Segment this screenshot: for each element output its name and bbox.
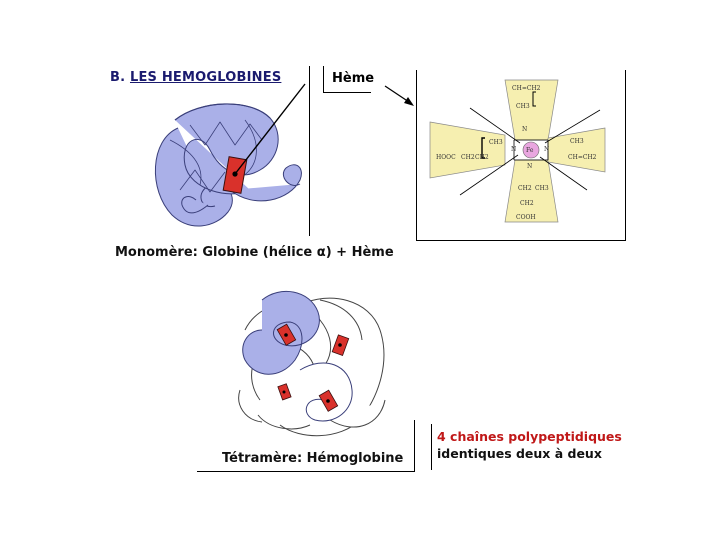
monomer-caption: Monomère: Globine (hélice α) + Hème	[115, 245, 394, 260]
svg-text:CH3: CH3	[516, 103, 530, 110]
svg-text:CH3: CH3	[489, 139, 503, 146]
heme-panel-bottom-border	[416, 240, 626, 241]
svg-text:CH3: CH3	[535, 185, 549, 192]
title-prefix: B.	[110, 70, 130, 85]
svg-text:CH2: CH2	[475, 154, 489, 161]
chains-text-divider	[431, 424, 432, 470]
svg-text:CH3: CH3	[570, 138, 584, 145]
monomer-vertical-divider	[309, 66, 310, 236]
tetramer-caption: Tétramère: Hémoglobine	[222, 451, 403, 466]
svg-text:CH=CH2: CH=CH2	[512, 85, 541, 92]
heme-label-underline	[323, 92, 371, 93]
svg-text:CH2: CH2	[518, 185, 532, 192]
svg-text:Fe: Fe	[526, 147, 534, 154]
svg-text:N: N	[527, 163, 532, 170]
svg-text:N: N	[544, 146, 549, 153]
section-title: B. LES HEMOGLOBINES	[110, 70, 281, 85]
tetramer-caption-prefix: Tétramère:	[222, 451, 307, 466]
svg-text:CH=CH2: CH=CH2	[568, 154, 597, 161]
heme-label-divider	[323, 66, 324, 92]
heme-panel-right-border	[625, 70, 626, 240]
svg-text:N: N	[522, 126, 527, 133]
svg-text:N: N	[511, 146, 516, 153]
tetramer-right-divider	[414, 420, 415, 472]
heme-label: Hème	[332, 71, 375, 86]
heme-groups-tetramer	[276, 323, 350, 412]
tetramer-caption-name: Hémoglobine	[306, 451, 404, 466]
svg-text:COOH: COOH	[516, 214, 536, 221]
svg-text:CH2: CH2	[520, 200, 534, 207]
chains-description: 4 chaînes polypeptidiques identiques deu…	[437, 428, 622, 462]
svg-text:CH2: CH2	[461, 154, 475, 161]
chains-line-2: identiques deux à deux	[437, 446, 602, 461]
heme-panel-left-border	[416, 70, 417, 240]
tetramer-caption-underline	[197, 471, 414, 472]
chains-line-1: 4 chaînes polypeptidiques	[437, 429, 622, 444]
svg-text:HOOC: HOOC	[436, 154, 456, 161]
title-main: LES HEMOGLOBINES	[129, 70, 282, 85]
